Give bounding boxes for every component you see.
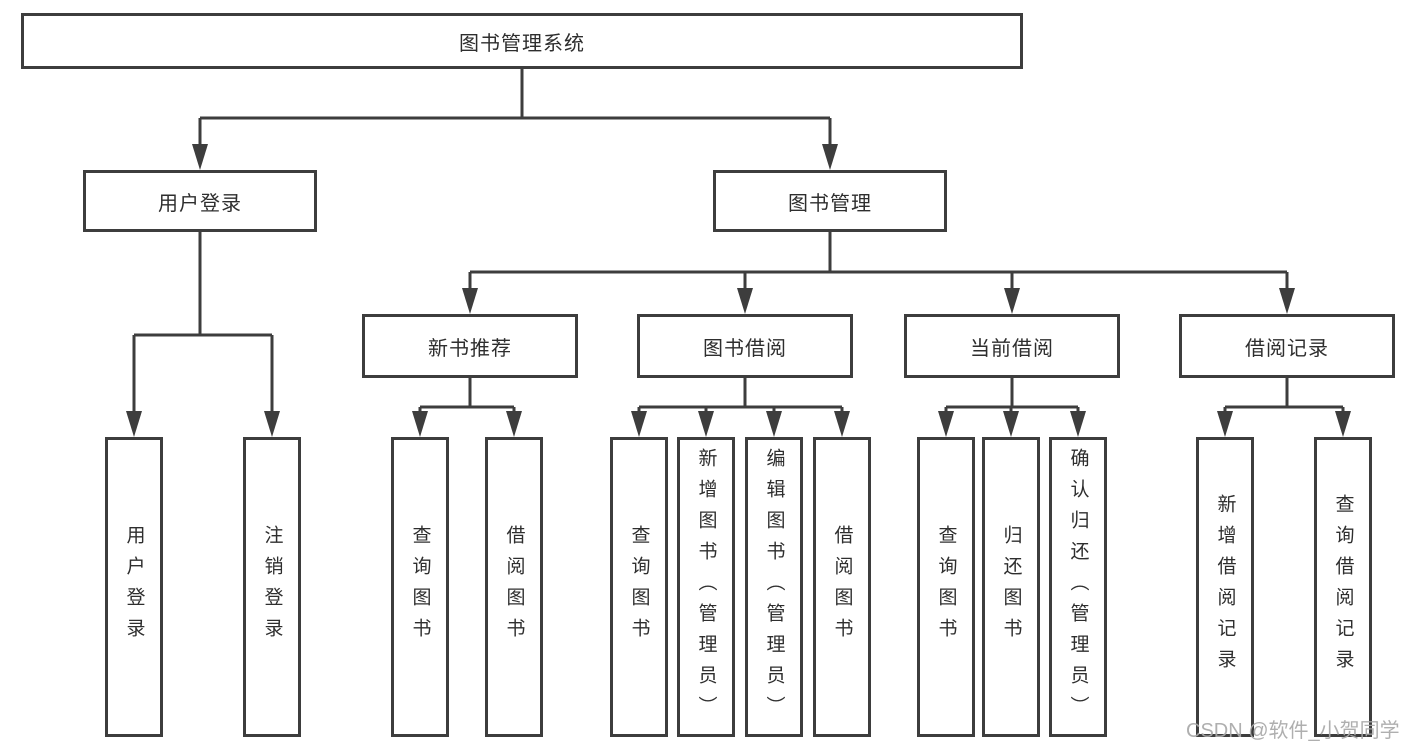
node-user-login: 用户登录 xyxy=(83,170,317,232)
node-new-book-recommendation: 新书推荐 xyxy=(362,314,578,378)
connector-lines xyxy=(132,69,1345,413)
leaf-query-books-borrowing: 查询图书 xyxy=(610,437,668,737)
connector-arrowheads xyxy=(126,144,1351,437)
node-book-borrowing: 图书借阅 xyxy=(637,314,853,378)
leaf-query-books-recommendation: 查询图书 xyxy=(391,437,449,737)
node-current-borrowing: 当前借阅 xyxy=(904,314,1120,378)
leaf-query-borrow-record: 查询借阅记录 xyxy=(1314,437,1372,737)
leaf-add-borrow-record: 新增借阅记录 xyxy=(1196,437,1254,737)
leaf-borrow-books-borrowing: 借阅图书 xyxy=(813,437,871,737)
leaf-add-book-admin: 新增图书（管理员） xyxy=(677,437,735,737)
leaf-user-login: 用户登录 xyxy=(105,437,163,737)
leaf-return-book: 归还图书 xyxy=(982,437,1040,737)
leaf-confirm-return-admin: 确认归还（管理员） xyxy=(1049,437,1107,737)
node-book-management: 图书管理 xyxy=(713,170,947,232)
node-root: 图书管理系统 xyxy=(21,13,1023,69)
node-borrowing-records: 借阅记录 xyxy=(1179,314,1395,378)
watermark: CSDN @软件_小贺同学 xyxy=(1186,720,1400,742)
leaf-borrow-books-recommendation: 借阅图书 xyxy=(485,437,543,737)
leaf-logout: 注销登录 xyxy=(243,437,301,737)
leaf-query-books-current: 查询图书 xyxy=(917,437,975,737)
leaf-edit-book-admin: 编辑图书（管理员） xyxy=(745,437,803,737)
